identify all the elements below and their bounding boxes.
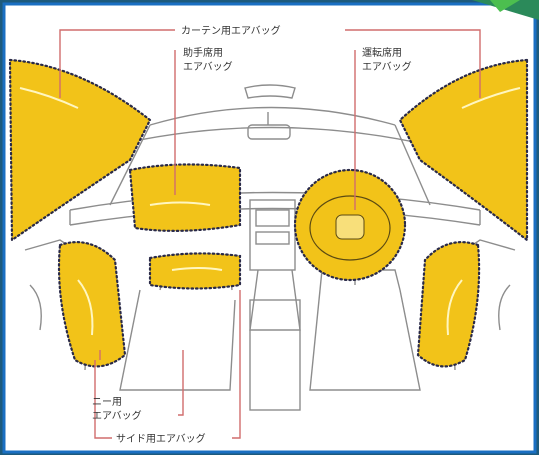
leader-lines	[59, 29, 481, 439]
curtain-airbag-left	[8, 58, 152, 243]
curtain-airbag-right	[398, 58, 529, 243]
side-airbag-right	[416, 241, 481, 368]
knee-airbag-label-line2: エアバッグ	[92, 409, 142, 422]
knee-airbag-label-line1: ニー用	[92, 397, 122, 408]
driver-airbag-label-line2: エアバッグ	[362, 60, 412, 73]
passenger-airbag-label-line2: エアバッグ	[183, 60, 233, 73]
passenger-airbag-label-line1: 助手席用	[183, 46, 223, 59]
passenger-airbag	[128, 163, 242, 232]
driver-airbag-label-line1: 運転席用	[362, 46, 402, 59]
airbag-shapes	[8, 58, 529, 368]
corner-arrow-icon	[472, 0, 539, 20]
side-airbag-left	[57, 241, 127, 368]
curtain-airbag-label: カーテン用エアバッグ	[181, 24, 281, 37]
corner-arrow-highlight	[490, 0, 520, 12]
side-airbag-label: サイド用エアバッグ	[116, 432, 206, 445]
labels: カーテン用エアバッグ 助手席用 エアバッグ 運転席用 エアバッグ ニー用 エアバ…	[92, 24, 412, 445]
knee-airbag	[148, 252, 242, 290]
